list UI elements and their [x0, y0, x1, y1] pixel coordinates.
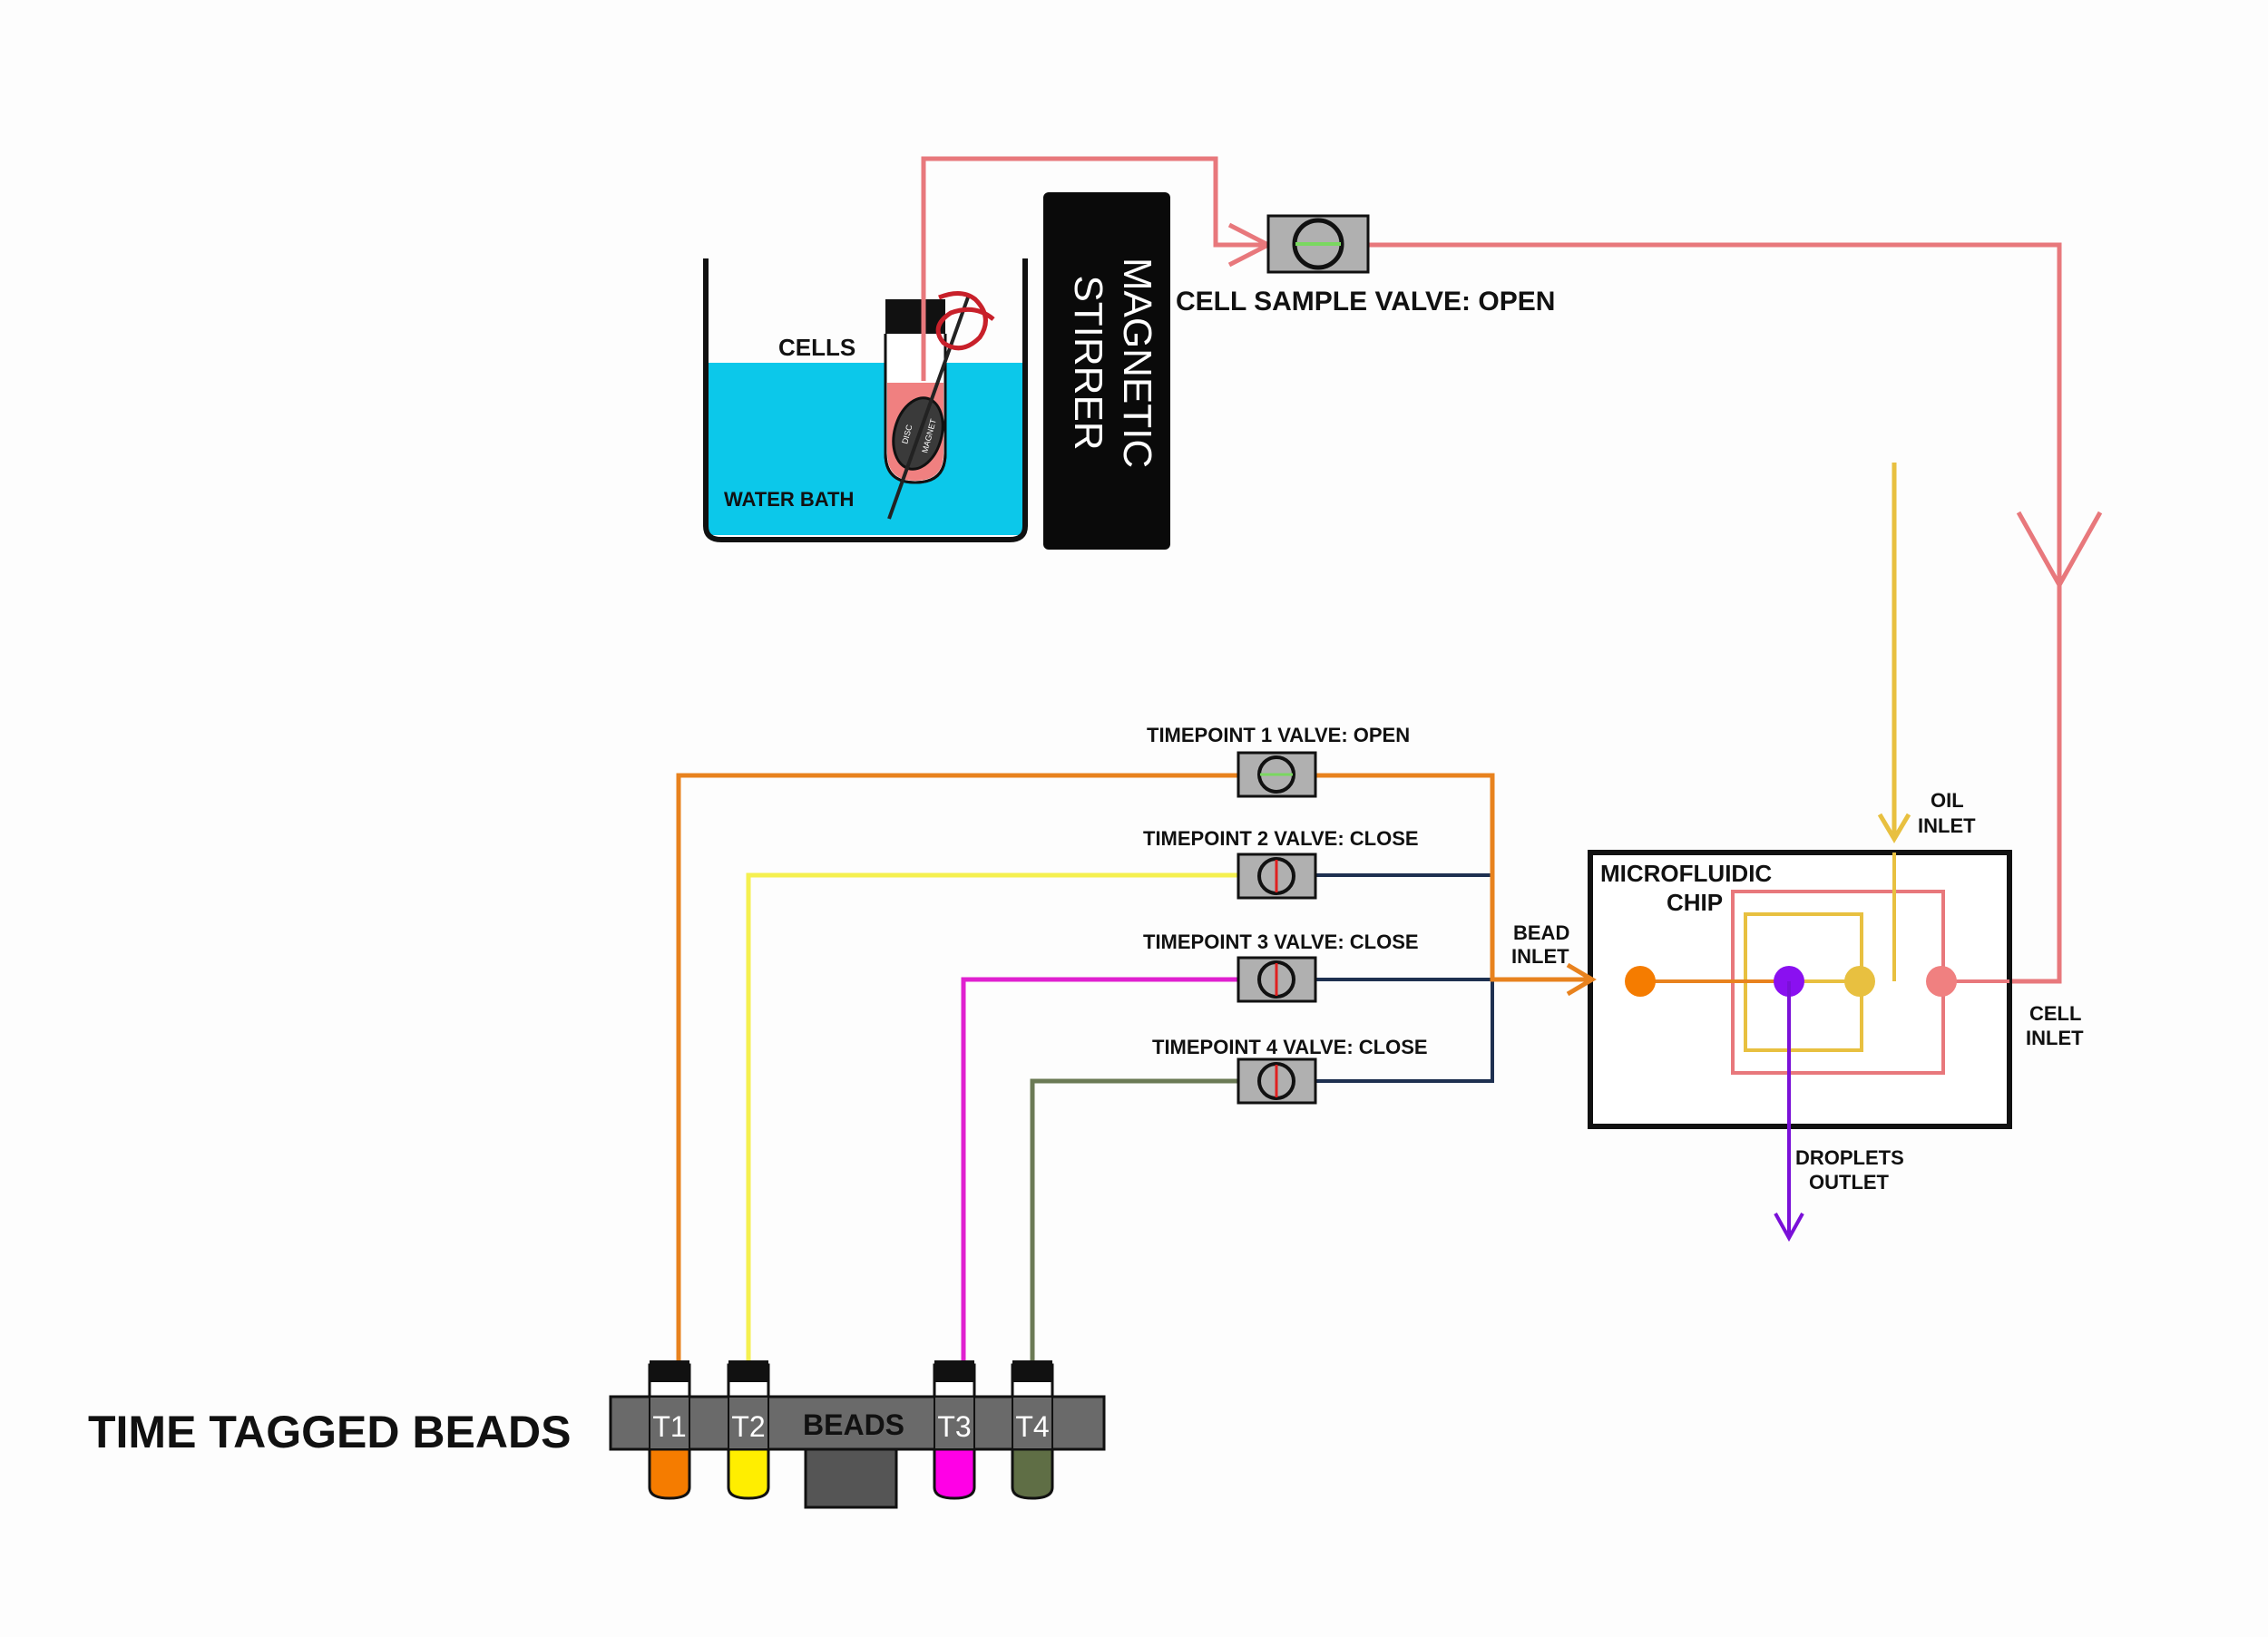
timepoint-3-line — [961, 977, 1238, 1369]
timepoint-1-valve[interactable] — [1237, 751, 1317, 798]
cell-inlet-label-line2: INLET — [2026, 1027, 2084, 1049]
cell-inlet-port — [1926, 966, 1957, 997]
stirrer-label-line1: MAGNETIC — [1115, 258, 1159, 468]
timepoint-2-valve-label: TIMEPOINT 2 VALVE: CLOSE — [1143, 827, 1419, 850]
timepoint-2-line — [746, 872, 1238, 1369]
oil-inlet-label-line2: INLET — [1918, 814, 1976, 837]
tube-t4-cap — [1012, 1360, 1052, 1382]
timepoint-1-line — [676, 773, 1597, 1369]
beads-label: BEADS — [803, 1408, 904, 1441]
timepoint-1-valve-label: TIMEPOINT 1 VALVE: OPEN — [1147, 724, 1410, 746]
tube-t3-label: T3 — [937, 1410, 971, 1443]
tube-t4-tip — [1011, 1447, 1054, 1500]
oil-inlet-port — [1844, 966, 1875, 997]
disc-magnet-icon: DISC MAGNET — [887, 294, 971, 520]
cell-sample-valve-label: CELL SAMPLE VALVE: OPEN — [1176, 287, 1555, 317]
water-bath — [703, 258, 1028, 542]
tube-t3-tip — [933, 1447, 976, 1500]
cells-label: CELLS — [778, 334, 855, 361]
cell-inlet-label-line1: CELL — [2029, 1002, 2081, 1025]
probe-loop-icon — [935, 291, 995, 351]
stirrer-label-line2: STIRRER — [1066, 275, 1110, 450]
oil-inlet-label-line1: OIL — [1931, 789, 1964, 812]
droplets-outlet-line — [1774, 981, 1804, 1242]
timepoint-4-valve-label: TIMEPOINT 4 VALVE: CLOSE — [1152, 1036, 1428, 1058]
cell-sample-valve[interactable] — [1266, 214, 1370, 274]
timepoint-2-valve[interactable] — [1237, 853, 1317, 900]
tube-t1-label: T1 — [652, 1410, 686, 1443]
tube-t4-label: T4 — [1015, 1410, 1049, 1443]
tube-t2-label: T2 — [731, 1410, 765, 1443]
droplets-outlet-label-line2: OUTLET — [1809, 1171, 1890, 1194]
timepoint-3-valve[interactable] — [1237, 956, 1317, 1003]
timepoint-4-valve[interactable] — [1237, 1057, 1317, 1105]
bead-inlet-label-line1: BEAD — [1513, 921, 1569, 944]
chip-label-line1: MICROFLUIDIC — [1600, 860, 1772, 887]
tube-t4-body — [1012, 1396, 1053, 1450]
oil-inlet-line — [1877, 463, 1911, 843]
tube-t1-cap — [650, 1360, 689, 1382]
timepoint-4-line — [1030, 1078, 1238, 1369]
bead-inlet-label-line2: INLET — [1511, 945, 1569, 968]
diagram-title: TIME TAGGED BEADS — [88, 1407, 571, 1457]
timepoint-3-valve-label: TIMEPOINT 3 VALVE: CLOSE — [1143, 931, 1419, 953]
droplets-outlet-label-line1: DROPLETS — [1795, 1146, 1904, 1169]
tube-t2-cap — [728, 1360, 768, 1382]
water-bath-label: WATER BATH — [724, 488, 854, 511]
tube-t3-body — [934, 1396, 975, 1450]
chip-label-line2: CHIP — [1667, 889, 1723, 916]
magnetic-stirrer: MAGNETIC STIRRER — [1043, 192, 1170, 550]
bead-inlet-port — [1625, 966, 1656, 997]
tube-t2-tip — [727, 1447, 770, 1500]
bead-tube-rack: T1 T2 T3 T4 BEADS — [609, 1360, 1106, 1509]
microfluidic-chip — [1588, 850, 2012, 1129]
tube-t2-body — [728, 1396, 769, 1450]
tube-t1-tip — [648, 1447, 691, 1500]
tube-t1-body — [649, 1396, 690, 1450]
tube-t3-cap — [934, 1360, 974, 1382]
